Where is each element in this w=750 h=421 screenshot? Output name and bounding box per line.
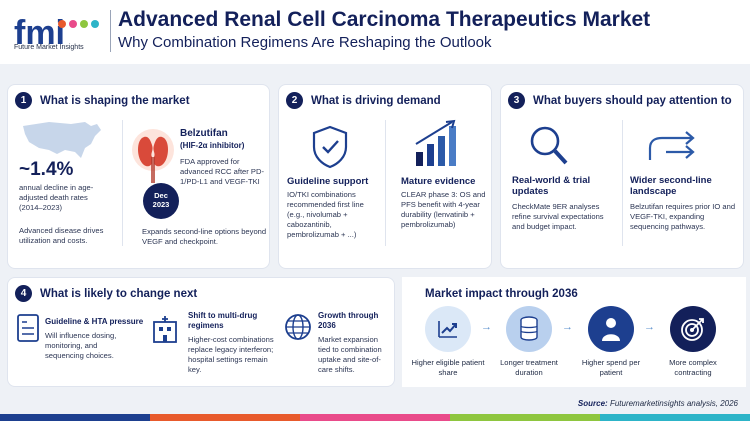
header-divider [110,10,111,52]
logo-mark: fmi [14,14,65,52]
impact-label-2: Longer treatment duration [500,358,558,377]
header: fmi Future Market Insights Advanced Rena… [0,0,750,64]
evidence-description: CLEAR phase 3: OS and PFS benefit with 4… [401,190,486,229]
drug-name: Belzutifan [180,128,228,139]
date-badge: Dec 2023 [143,183,179,219]
target-icon [681,318,704,341]
stat-value: ~1.4% [19,159,74,180]
section1-note: Advanced disease drives utilization and … [19,226,104,245]
growth-title: Growth through 2036 [318,311,379,330]
step-number-1: 1 [15,92,32,109]
hta-title: Guideline & HTA pressure [45,317,144,326]
logo-text: Future Market Insights [14,44,84,51]
date-month: Dec [154,191,168,200]
stat-description: annual decline in age-adjusted death rat… [19,183,94,212]
kidney-icon [132,129,174,183]
card-market-shaping [7,84,270,269]
magnifier-icon [530,126,568,165]
guideline-description: IO/TKI combinations recommended first li… [287,190,364,239]
real-world-description: CheckMate 9ER analyses refine survival e… [512,202,604,231]
shield-check-icon [312,125,348,169]
card2-divider [385,120,386,246]
card3-divider [622,120,623,246]
impact-circle-3 [588,306,634,352]
source-label: Source: [577,399,608,408]
trend-up-icon [438,321,457,338]
color-bar-segment-2 [150,414,300,421]
impact-arrow-2: → [562,321,573,333]
date-year: 2023 [152,200,170,209]
hospital-icon [153,316,177,343]
card-likely-change [7,277,395,387]
page-title: Advanced Renal Cell Carcinoma Therapeuti… [118,8,651,31]
color-bar-segment-5 [600,414,750,421]
step-number-4: 4 [15,285,32,302]
color-bar-segment-3 [300,414,450,421]
second-line-description: Belzutifan requires prior IO and VEGF-TK… [630,202,736,231]
card1-divider [122,120,123,246]
hta-description: Will influence dosing, monitoring, and s… [45,331,117,360]
impact-label-1: Higher eligible patient share [411,358,485,377]
color-bar [0,414,750,421]
route-arrows-icon [648,131,695,160]
section3-title: What buyers should pay attention to [533,95,732,107]
page-subtitle: Why Combination Regimens Are Reshaping t… [118,34,492,51]
globe-icon [285,314,311,340]
source-note: Source: Futuremarketinsights analysis, 2… [578,399,738,408]
drug-class: (HIF-2α inhibitor) [180,141,245,150]
coins-icon [520,316,538,341]
fmi-logo: fmi [14,14,99,52]
growth-description: Market expansion tied to combination upt… [318,335,382,374]
impact-arrow-1: → [481,321,492,333]
section2-title: What is driving demand [311,95,441,107]
multi-drug-title: Shift to multi-drug regimens [188,311,258,330]
bar-chart-icon [415,119,456,166]
section1-title: What is shaping the market [40,95,190,107]
impact-label-4: More complex contracting [669,358,717,377]
checklist-icon [17,314,39,342]
drug-description: FDA approved for advanced RCC after PD-1… [180,157,264,186]
guideline-title: Guideline support [287,176,369,187]
us-map-icon [23,122,101,158]
impact-title: Market impact through 2036 [425,288,578,300]
color-bar-segment-1 [0,414,150,421]
evidence-title: Mature evidence [401,176,476,187]
multi-drug-description: Higher-cost combinations replace legacy … [188,335,274,374]
real-world-title: Real-world & trial updates [512,175,591,197]
section4-title: What is likely to change next [40,288,198,300]
second-line-title: Wider second-line landscape [630,175,712,197]
impact-arrow-3: → [644,321,655,333]
color-bar-segment-4 [450,414,600,421]
impact-label-3: Higher spend per patient [581,358,641,377]
source-text: Futuremarketinsights analysis, 2026 [609,399,738,408]
person-icon [602,318,620,341]
step-number-2: 2 [286,92,303,109]
step-number-3: 3 [508,92,525,109]
drug-note: Expands second-line options beyond VEGF … [142,227,267,246]
